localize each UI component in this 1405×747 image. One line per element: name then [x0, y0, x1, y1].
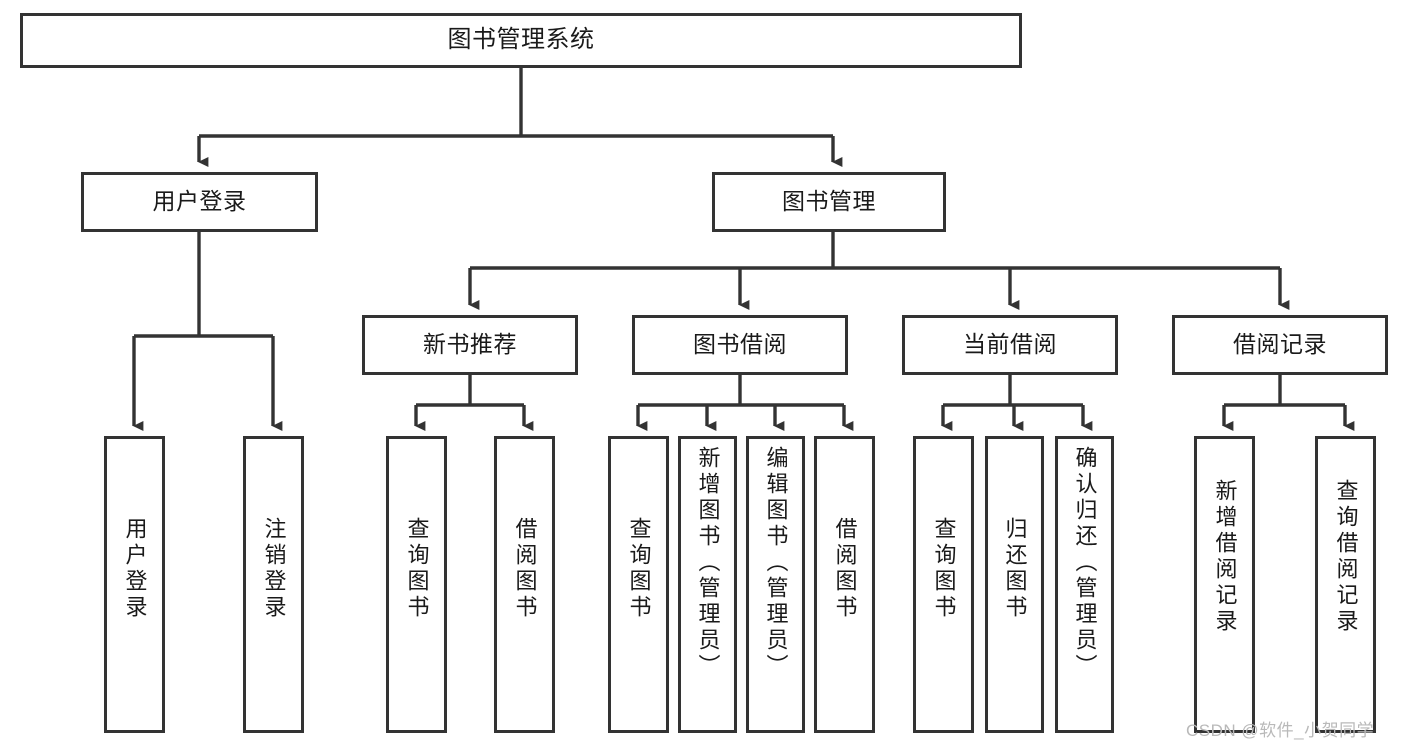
node-book-borrow[interactable]: 图书借阅	[632, 315, 848, 375]
leaf-return-book-label: 归还图书	[1002, 517, 1028, 621]
leaf-query-book-1-label: 查询图书	[404, 517, 430, 621]
node-current-borrow[interactable]: 当前借阅	[902, 315, 1118, 375]
leaf-confirm-return-admin[interactable]: 确认归还（管理员）	[1055, 436, 1114, 733]
leaf-query-borrow-record-label: 查询借阅记录	[1333, 479, 1359, 635]
node-book-manage-label: 图书管理	[782, 188, 876, 215]
node-new-book-recommend-label: 新书推荐	[423, 331, 517, 358]
leaf-user-logout[interactable]: 注销登录	[243, 436, 304, 733]
node-root-label: 图书管理系统	[447, 26, 595, 54]
leaf-add-borrow-record[interactable]: 新增借阅记录	[1194, 436, 1255, 733]
leaf-query-borrow-record[interactable]: 查询借阅记录	[1315, 436, 1376, 733]
leaf-borrow-book-2-label: 借阅图书	[832, 517, 858, 621]
leaf-query-book-2-label: 查询图书	[626, 517, 652, 621]
leaf-confirm-return-admin-label: 确认归还（管理员）	[1072, 446, 1098, 680]
leaf-user-login[interactable]: 用户登录	[104, 436, 165, 733]
leaf-edit-book-admin[interactable]: 编辑图书（管理员）	[746, 436, 805, 733]
leaf-query-book-1[interactable]: 查询图书	[386, 436, 447, 733]
leaf-query-book-2[interactable]: 查询图书	[608, 436, 669, 733]
leaf-return-book[interactable]: 归还图书	[985, 436, 1044, 733]
leaf-query-book-3[interactable]: 查询图书	[913, 436, 974, 733]
csdn-watermark: CSDN @软件_小贺同学	[1186, 721, 1375, 740]
leaf-borrow-book-1-label: 借阅图书	[512, 517, 538, 621]
node-root[interactable]: 图书管理系统	[20, 13, 1022, 68]
node-user-login-label: 用户登录	[152, 188, 247, 215]
leaf-query-book-3-label: 查询图书	[931, 517, 957, 621]
node-book-manage[interactable]: 图书管理	[712, 172, 946, 232]
node-borrow-record[interactable]: 借阅记录	[1172, 315, 1388, 375]
node-new-book-recommend[interactable]: 新书推荐	[362, 315, 578, 375]
leaf-user-logout-label: 注销登录	[261, 517, 287, 621]
leaf-user-login-label: 用户登录	[122, 517, 148, 621]
node-user-login[interactable]: 用户登录	[81, 172, 318, 232]
leaf-borrow-book-1[interactable]: 借阅图书	[494, 436, 555, 733]
node-borrow-record-label: 借阅记录	[1233, 331, 1327, 358]
leaf-edit-book-admin-label: 编辑图书（管理员）	[763, 446, 789, 680]
leaf-add-borrow-record-label: 新增借阅记录	[1212, 479, 1238, 635]
leaf-add-book-admin-label: 新增图书（管理员）	[695, 446, 721, 680]
node-current-borrow-label: 当前借阅	[963, 331, 1057, 358]
node-book-borrow-label: 图书借阅	[693, 331, 787, 358]
leaf-borrow-book-2[interactable]: 借阅图书	[814, 436, 875, 733]
leaf-add-book-admin[interactable]: 新增图书（管理员）	[678, 436, 737, 733]
